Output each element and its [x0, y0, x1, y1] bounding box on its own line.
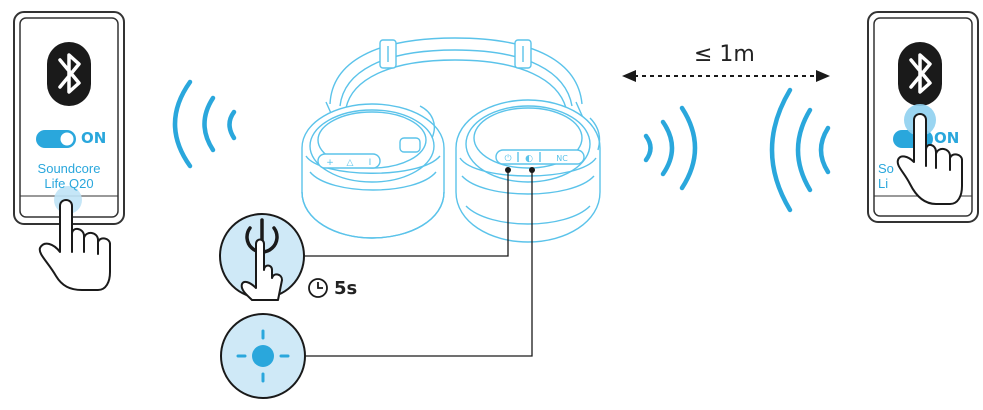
device-name-line1: So [878, 161, 894, 176]
power-button-callout [219, 213, 328, 301]
wireless-signal-icon [643, 105, 698, 191]
volume-up-button[interactable]: + [326, 158, 334, 168]
distance-label: ≤ 1m [694, 42, 755, 67]
device-name-line2: Li [878, 176, 889, 191]
headphones [301, 37, 601, 243]
clock-icon [308, 278, 328, 298]
play-pause-button[interactable]: △ [347, 158, 354, 168]
left-phone [13, 11, 125, 225]
nc-button[interactable]: NC [556, 154, 568, 163]
power-button-dot [505, 167, 511, 173]
led-indicator-callout [220, 313, 306, 399]
callout-lines [300, 172, 533, 357]
double-arrow-icon [622, 70, 830, 82]
bluetooth-icon [898, 42, 942, 106]
volume-down-button[interactable]: I [369, 158, 372, 168]
power-button[interactable]: ⏻ [504, 153, 511, 164]
left-toggle-label: ON [81, 129, 107, 147]
hand-pointer-icon [240, 238, 283, 301]
toggle-switch-icon[interactable] [36, 130, 76, 148]
device-name-line1: Soundcore [37, 161, 101, 176]
left-device-name: Soundcore Life Q20 [20, 161, 118, 191]
device-name-line2: Life Q20 [44, 176, 94, 191]
led-indicator-icon [236, 329, 290, 383]
hand-pointer-icon [896, 113, 963, 205]
power-hold-time: 5s [334, 278, 358, 299]
wireless-signal-icon [172, 79, 237, 169]
led-button: ◐ [525, 154, 533, 164]
right-earcup [455, 99, 601, 243]
led-indicator-dot [529, 167, 535, 173]
hand-pointer-icon [38, 199, 111, 291]
bluetooth-icon [47, 42, 91, 106]
wireless-signal-icon [769, 87, 831, 213]
right-toggle-label: ON [934, 129, 960, 147]
left-earcup [301, 103, 445, 239]
right-device-name: So Li [878, 161, 908, 191]
